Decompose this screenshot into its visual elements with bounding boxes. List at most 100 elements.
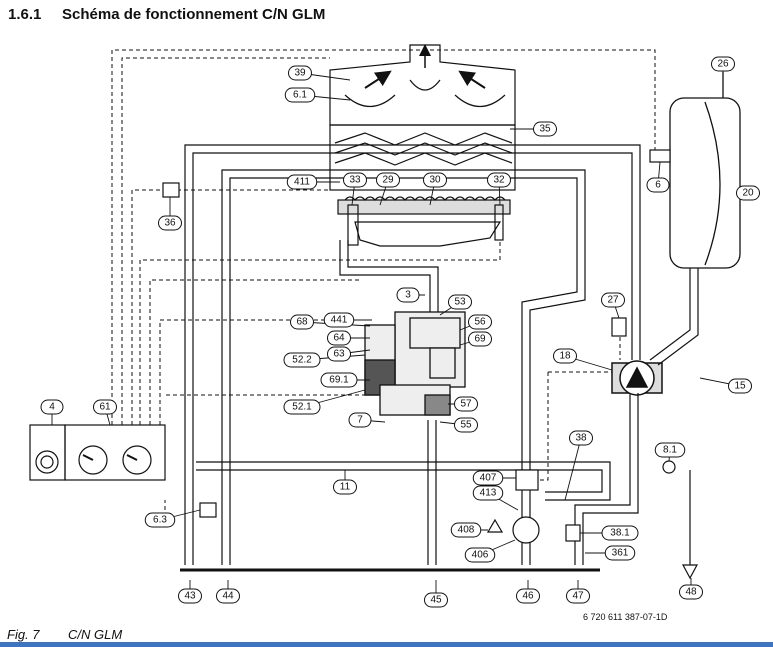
callout-bubble-406 (464, 547, 496, 563)
callout-label-32: 32 (493, 175, 505, 186)
callout-bubble-413 (472, 485, 504, 501)
callout-label-18: 18 (559, 351, 571, 362)
callout-label-3: 3 (405, 290, 411, 301)
callout-bubble-20 (736, 185, 760, 201)
callout-bubble-68 (290, 314, 314, 330)
callout-bubble-32 (487, 172, 511, 188)
callout-bubble-56 (468, 314, 492, 330)
callout-label-39: 39 (294, 68, 306, 79)
callout-label-361: 361 (612, 548, 629, 559)
callout-label-26: 26 (717, 59, 729, 70)
callout-bubble-3 (396, 287, 420, 303)
callout-label-38.1: 38.1 (610, 528, 630, 539)
callout-label-4: 4 (49, 402, 55, 413)
figure-reference: 6 720 611 387-07-1D (583, 612, 668, 622)
callout-label-441: 441 (331, 315, 348, 326)
callout-label-48: 48 (685, 587, 697, 598)
callout-bubble-61 (93, 399, 117, 415)
callout-label-7: 7 (357, 415, 363, 426)
callout-label-407: 407 (480, 473, 497, 484)
callout-bubble-6 (646, 177, 670, 193)
figure-caption-title: C/N GLM (68, 627, 123, 642)
callout-bubble-63 (327, 346, 351, 362)
callout-bubble-38.1 (601, 525, 639, 541)
callout-bubble-407 (472, 470, 504, 486)
callout-bubble-69.1 (320, 372, 358, 388)
callout-label-33: 33 (349, 175, 361, 186)
callout-bubble-6.3 (144, 512, 176, 528)
callout-label-69.1: 69.1 (329, 375, 349, 386)
burner (337, 196, 511, 247)
callout-bubble-408 (450, 522, 482, 538)
callout-label-45: 45 (430, 595, 442, 606)
callout-label-68: 68 (296, 317, 308, 328)
callout-bubble-36 (158, 215, 182, 231)
callout-label-29: 29 (382, 175, 394, 186)
callout-bubble-46 (516, 588, 540, 604)
callout-label-11: 11 (340, 482, 351, 493)
callout-label-408: 408 (458, 525, 475, 536)
callout-bubble-53 (448, 294, 472, 310)
bottom-accent-bar (0, 642, 773, 647)
callout-bubble-30 (423, 172, 447, 188)
callout-label-47: 47 (572, 591, 584, 602)
callout-bubble-361 (604, 545, 636, 561)
callout-label-55: 55 (460, 420, 472, 431)
pipework (180, 144, 699, 572)
callout-label-413: 413 (480, 488, 497, 499)
expansion-vessel (669, 72, 741, 269)
callout-bubble-11 (333, 479, 357, 495)
callout-label-52.1: 52.1 (292, 402, 312, 413)
page-title: Schéma de fonctionnement C/N GLM (62, 6, 326, 23)
callout-label-43: 43 (184, 591, 196, 602)
callout-label-6.1: 6.1 (293, 90, 307, 101)
callout-bubble-8.1 (654, 442, 686, 458)
callout-label-8.1: 8.1 (663, 445, 677, 456)
callout-bubble-52.2 (283, 352, 321, 368)
callout-bubble-39 (288, 65, 312, 81)
callout-leader-38 (564, 437, 582, 501)
callout-bubble-18 (553, 348, 577, 364)
callout-bubble-52.1 (283, 399, 321, 415)
callout-bubble-57 (454, 396, 478, 412)
callout-bubble-38 (569, 430, 593, 446)
callout-label-27: 27 (607, 295, 619, 306)
sensors (162, 149, 699, 580)
callout-label-53: 53 (454, 297, 466, 308)
callout-bubble-44 (216, 588, 240, 604)
callout-bubble-47 (566, 588, 590, 604)
section-number: 1.6.1 (8, 6, 42, 23)
callout-label-406: 406 (472, 550, 489, 561)
callout-bubble-411 (286, 174, 318, 190)
callout-bubble-441 (323, 312, 355, 328)
callout-label-46: 46 (522, 591, 534, 602)
callout-label-30: 30 (429, 175, 441, 186)
callout-label-61: 61 (99, 402, 111, 413)
callout-bubble-45 (424, 592, 448, 608)
callout-bubble-33 (343, 172, 367, 188)
callout-bubble-43 (178, 588, 202, 604)
callout-bubble-29 (376, 172, 400, 188)
callout-label-35: 35 (539, 124, 551, 135)
callout-label-64: 64 (333, 333, 345, 344)
callout-bubble-27 (601, 292, 625, 308)
control-panel (29, 424, 166, 481)
callout-bubble-35 (533, 121, 557, 137)
callout-bubble-4 (40, 399, 64, 415)
flue-hood (329, 44, 516, 126)
callout-label-20: 20 (742, 188, 754, 199)
callout-label-6: 6 (655, 180, 661, 191)
callout-label-15: 15 (734, 381, 746, 392)
callout-bubble-15 (728, 378, 752, 394)
callout-label-56: 56 (474, 317, 486, 328)
callout-label-57: 57 (460, 399, 472, 410)
figure-caption-prefix: Fig. 7 (7, 627, 40, 642)
callout-bubble-7 (348, 412, 372, 428)
callout-bubble-64 (327, 330, 351, 346)
callout-bubble-6.1 (284, 87, 316, 103)
callout-bubble-69 (468, 331, 492, 347)
gas-valve (364, 311, 466, 416)
callout-bubble-55 (454, 417, 478, 433)
